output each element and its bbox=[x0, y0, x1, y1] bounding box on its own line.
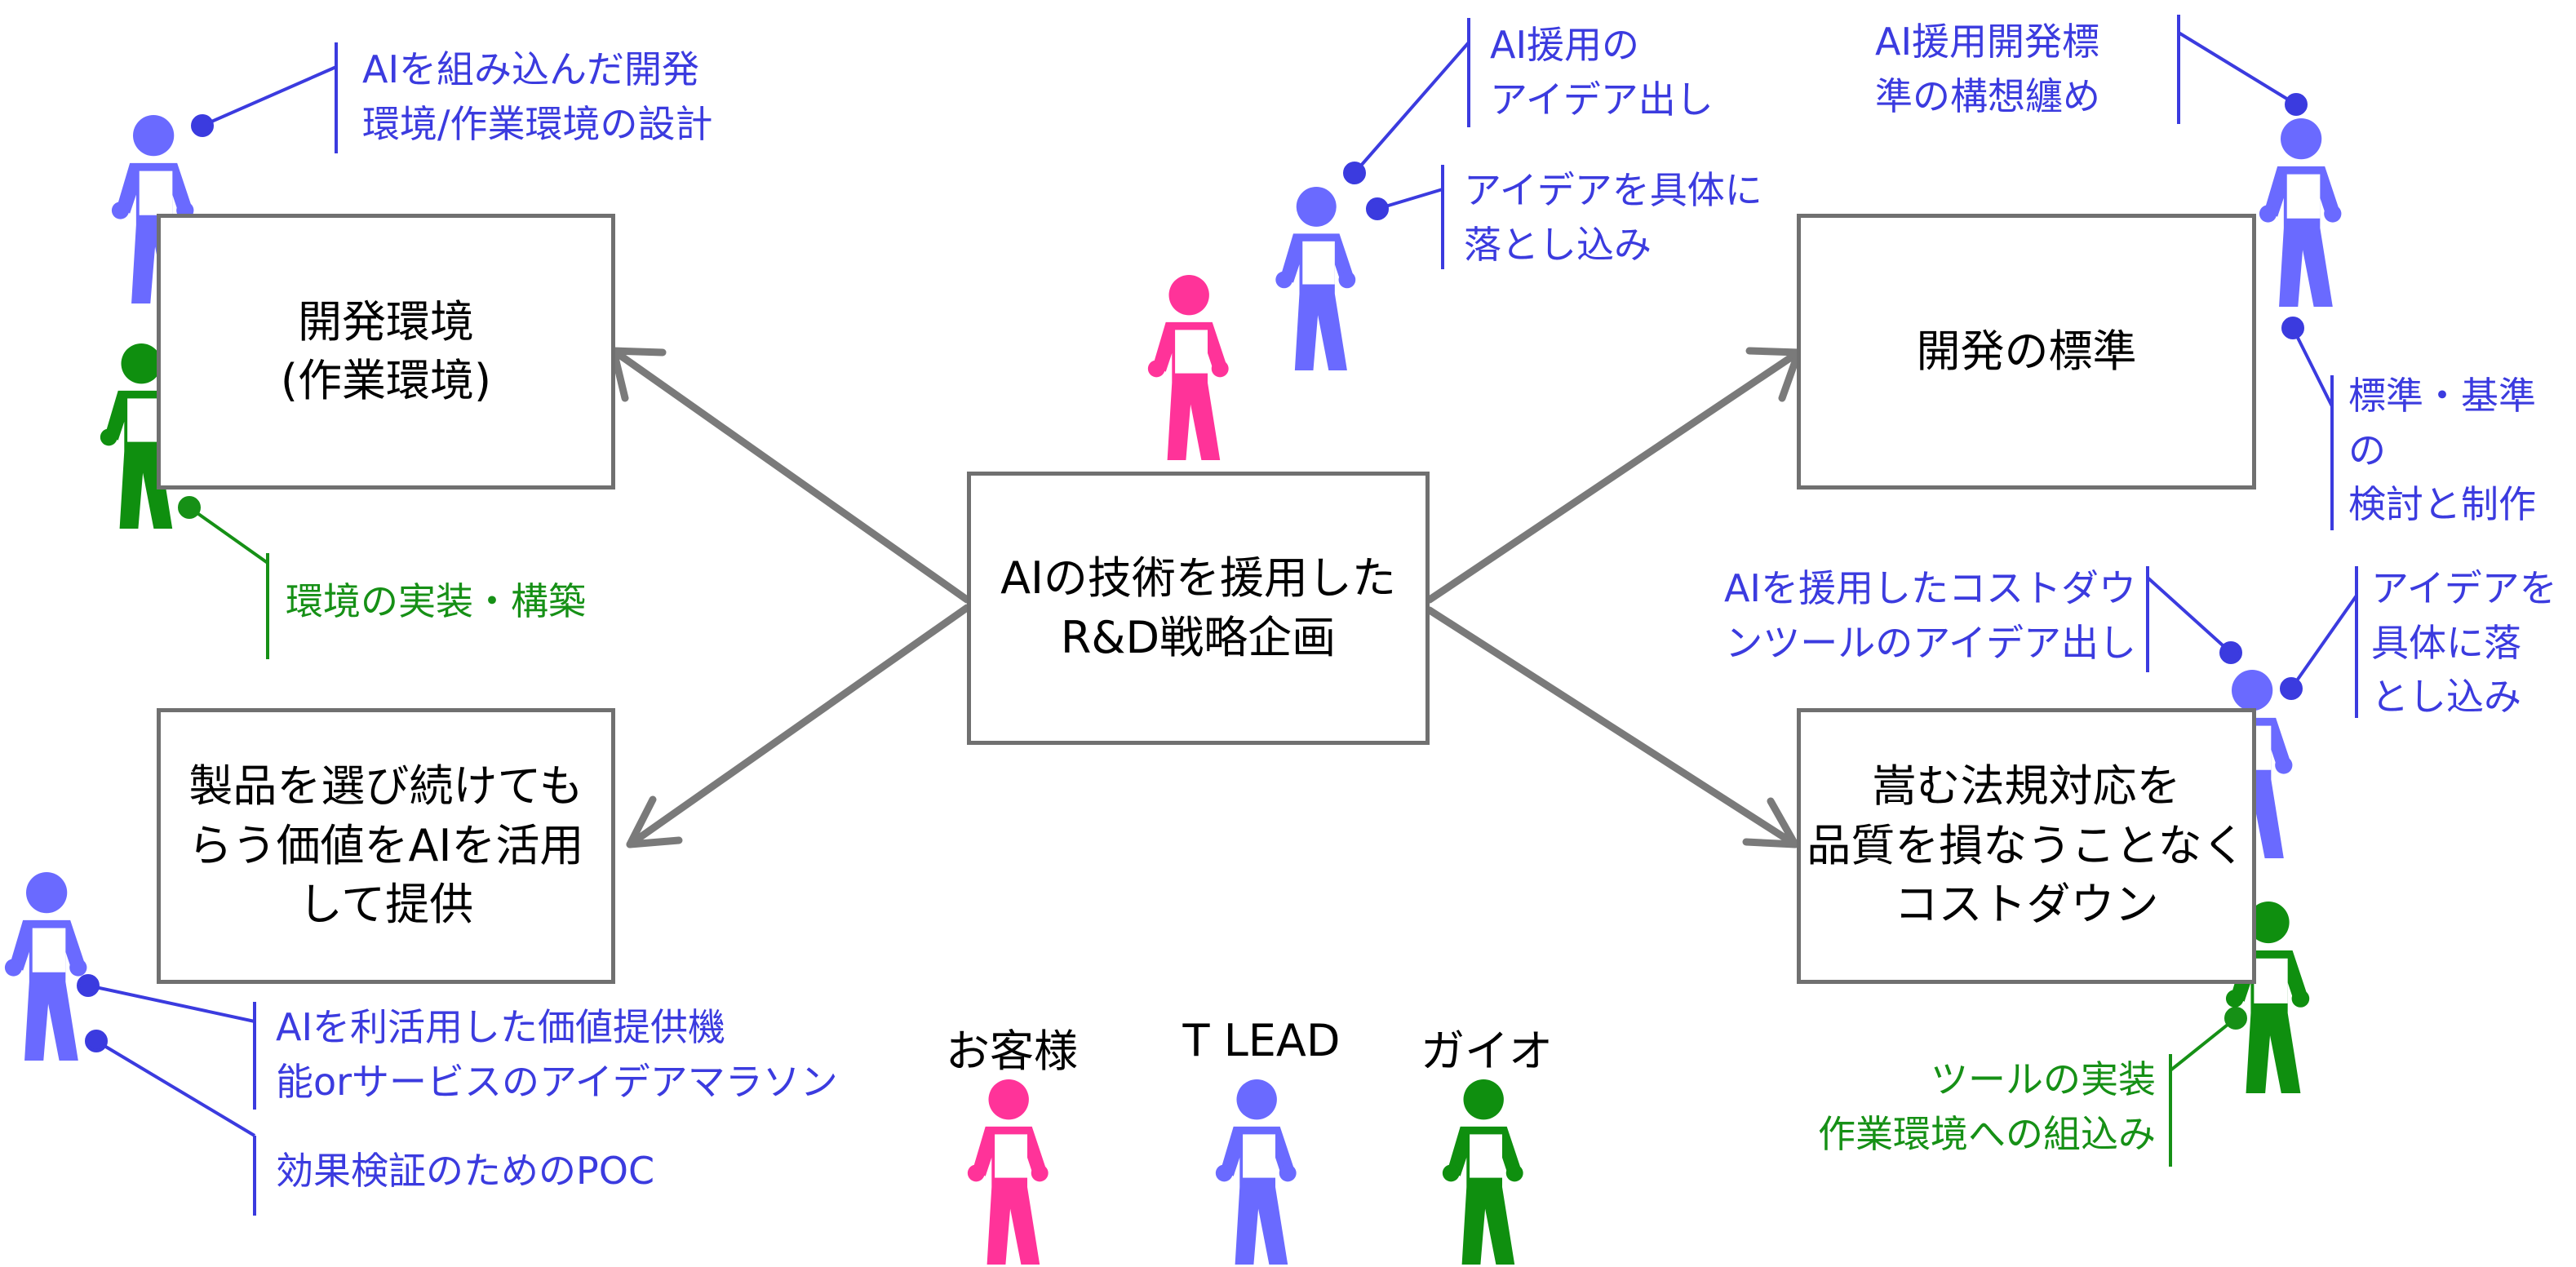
customer-person-center bbox=[1147, 274, 1229, 460]
note-standard-create: 標準・基準 の 検討と制作 bbox=[2348, 374, 2536, 527]
legend-gaio-label: ガイオ bbox=[1421, 1026, 1553, 1077]
legend-tlead-label: T LEAD bbox=[1182, 1015, 1341, 1066]
box-product-value: 製品を選び続けても らう価値をAIを活用 して提供 bbox=[157, 708, 615, 984]
box-cost-down: 嵩む法規対応を 品質を損なうことなく コストダウン bbox=[1797, 708, 2256, 984]
tlead-person-standard bbox=[2259, 117, 2342, 307]
box-dev-standard: 開発の標準 bbox=[1797, 214, 2256, 490]
arrow-head-cost-down bbox=[1742, 797, 1799, 848]
box-dev-env: 開発環境 (作業環境) bbox=[157, 214, 615, 490]
note-tool-implement: ツールの実装 作業環境への組込み bbox=[1818, 1057, 2156, 1156]
note-concretize-idea: アイデアを具体に 落とし込み bbox=[1464, 168, 1762, 267]
tlead-person-idea bbox=[1275, 186, 1356, 370]
note-cost-concretize: アイデアを 具体に落 とし込み bbox=[2371, 566, 2557, 720]
note-value-idea: AIを利活用した価値提供機 能orサービスのアイデアマラソン bbox=[276, 1005, 838, 1104]
legend-tlead-person bbox=[1215, 1079, 1297, 1265]
note-design-env: AIを組み込んだ開発 環境/作業環境の設計 bbox=[362, 47, 713, 146]
note-poc: 効果検証のためのPOC bbox=[276, 1149, 655, 1193]
note-implement-env: 環境の実装・構築 bbox=[286, 579, 586, 623]
arrow-to-dev-env bbox=[610, 347, 971, 604]
callouts-green bbox=[178, 496, 2247, 1167]
legend-customer-label: お客様 bbox=[946, 1026, 1078, 1077]
arrow-to-cost-down bbox=[1425, 606, 1799, 848]
arrow-to-dev-standard bbox=[1425, 348, 1802, 604]
tlead-person-value bbox=[4, 871, 87, 1061]
note-idea-ai-adopt: AI援用の アイデア出し bbox=[1490, 23, 1714, 122]
callouts-blue bbox=[77, 15, 2358, 1216]
legend-customer-person bbox=[967, 1079, 1049, 1265]
note-cost-tool-idea: AIを援用したコストダウ ンツールのアイデア出し bbox=[1723, 566, 2136, 665]
center-box-rd-strategy: AIの技術を援用した R&D戦略企画 bbox=[967, 472, 1430, 745]
note-standard-concept: AI援用開発標 準の構想纏め bbox=[1875, 20, 2100, 118]
arrow-head-product-value bbox=[626, 795, 683, 848]
legend-gaio-person bbox=[1442, 1079, 1523, 1265]
arrow-to-product-value bbox=[626, 604, 971, 848]
